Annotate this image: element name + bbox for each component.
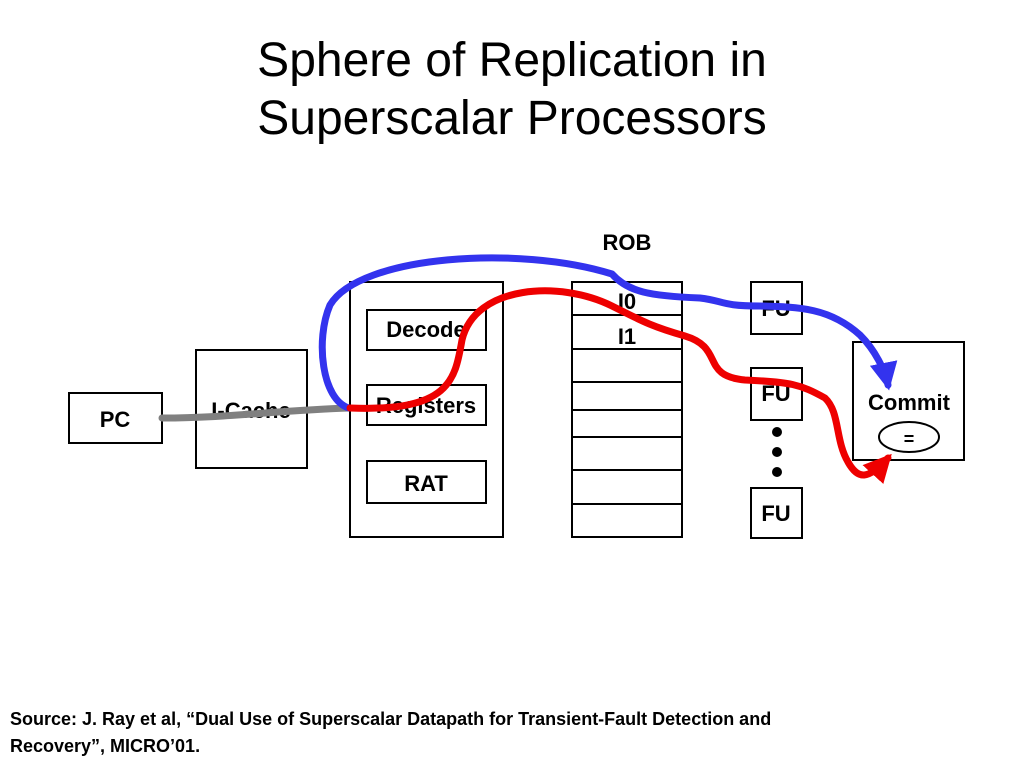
compare-oval bbox=[878, 421, 940, 453]
rob-label: ROB bbox=[603, 230, 652, 255]
fu-block-3: FU bbox=[750, 487, 803, 539]
title-line-1: Sphere of Replication in bbox=[257, 34, 767, 87]
fetch-path bbox=[158, 404, 354, 422]
rob-block: ROB I0 I1 bbox=[571, 230, 683, 538]
ellipsis-dots bbox=[772, 427, 782, 477]
rat-label: RAT bbox=[404, 471, 448, 496]
compare-label: = bbox=[904, 429, 915, 449]
fu-label-3: FU bbox=[761, 501, 790, 526]
commit-label: Commit bbox=[868, 390, 951, 415]
commit-block: Commit = bbox=[852, 341, 965, 461]
source-citation: Source: J. Ray et al, “Dual Use of Super… bbox=[10, 706, 1010, 760]
rat-box bbox=[366, 460, 487, 504]
title-line-2: Superscalar Processors bbox=[257, 92, 767, 145]
blue-instruction-path bbox=[318, 254, 898, 412]
rob-entry-i1: I1 bbox=[618, 324, 636, 349]
red-instruction-path bbox=[346, 287, 892, 484]
source-line-2: Recovery”, MICRO’01. bbox=[10, 736, 201, 756]
slide-title: Sphere of Replication in Superscalar Pro… bbox=[0, 32, 1024, 148]
decode-label: Decode bbox=[386, 317, 465, 342]
pc-label: PC bbox=[100, 407, 131, 432]
pc-block: PC bbox=[68, 392, 163, 444]
fu-block-2: FU bbox=[750, 367, 803, 421]
source-line-1: Source: J. Ray et al, “Dual Use of Super… bbox=[10, 709, 772, 729]
